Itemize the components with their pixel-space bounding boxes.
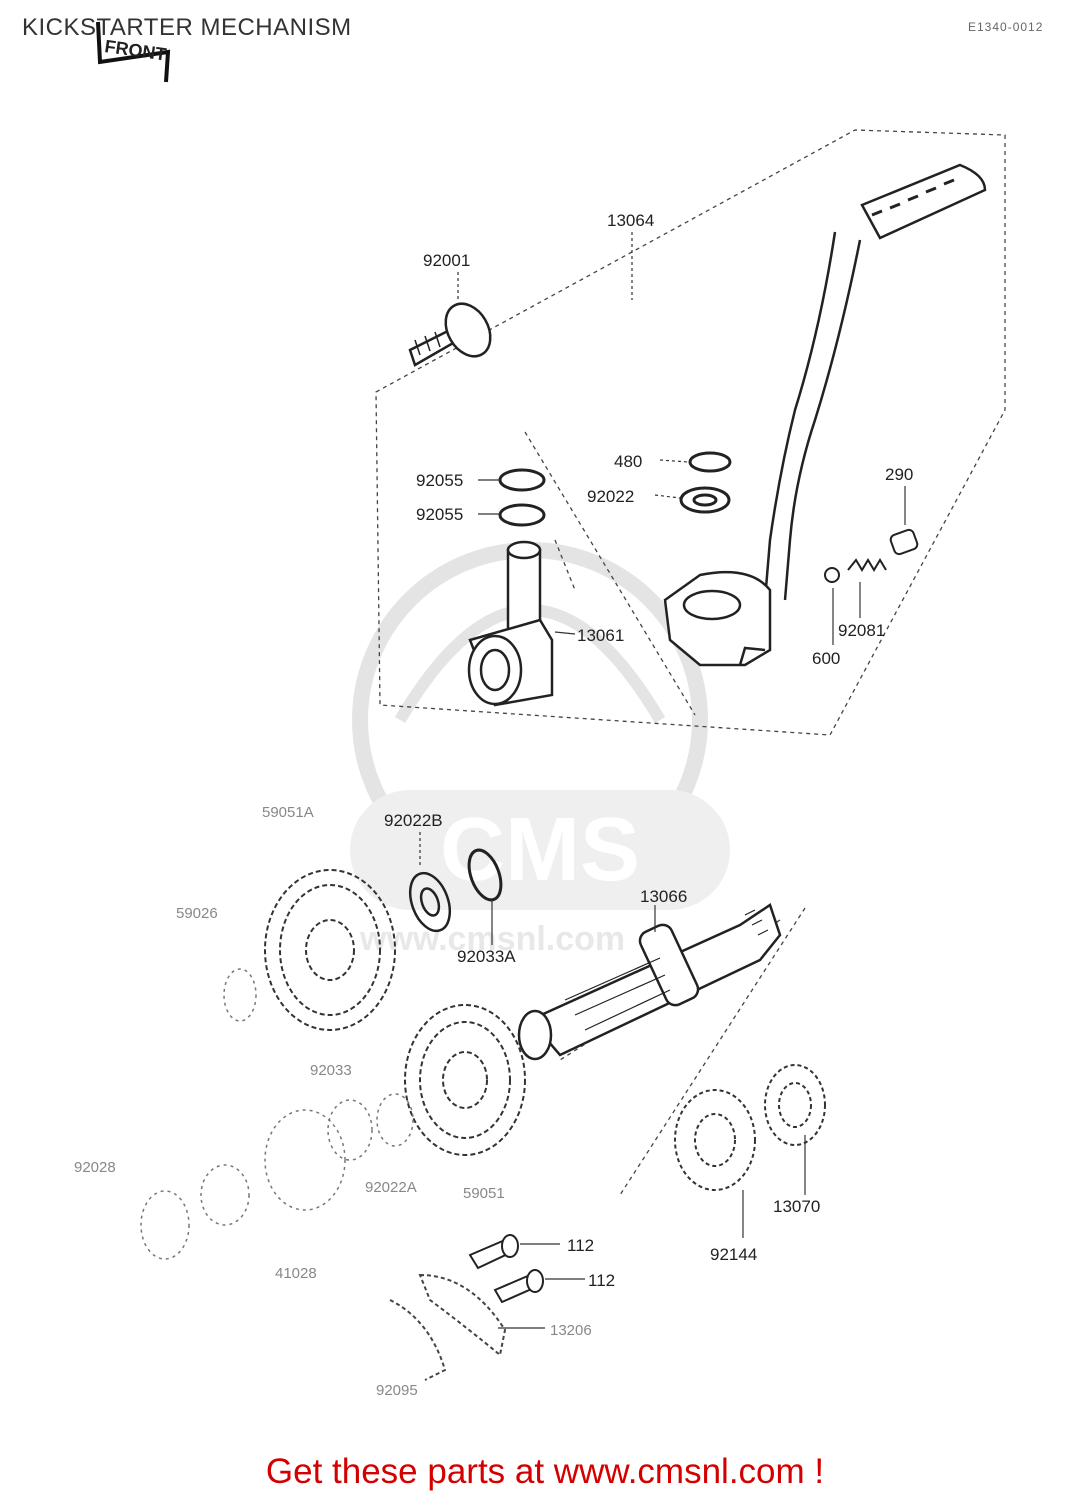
part-label-290[interactable]: 290 [885,465,913,484]
part-label-59051[interactable]: 59051 [463,1185,505,1202]
kick-shaft-13066 [517,903,782,1061]
part-label-600[interactable]: 600 [812,649,840,668]
kick-shaft-boss-13061 [467,540,554,707]
guide-13206 [389,1273,507,1381]
part-label-92095[interactable]: 92095 [376,1382,418,1399]
diagram-code: E1340-0012 [968,20,1044,34]
upper-leaders [457,232,906,645]
part-label-13206[interactable]: 13206 [550,1322,592,1339]
part-label-112-b[interactable]: 112 [588,1271,615,1290]
part-label-92001[interactable]: 92001 [423,251,470,270]
front-mark: FRONT [96,21,171,83]
part-label-13070[interactable]: 13070 [773,1197,820,1216]
gear-59051 [404,1004,526,1156]
washer-92022 [679,486,731,514]
part-label-480[interactable]: 480 [614,452,642,471]
part-label-92033A[interactable]: 92033A [457,947,516,966]
circlip-92033A [467,848,503,902]
part-label-13064[interactable]: 13064 [607,211,654,230]
holder-13070 [764,1064,826,1146]
page-title: KICKSTARTER MECHANISM [22,14,352,41]
part-label-112-a[interactable]: 112 [567,1236,594,1255]
part-label-92028[interactable]: 92028 [74,1159,116,1176]
ratchet-92144 [674,1089,756,1191]
part-label-59051A[interactable]: 59051A [262,804,314,821]
washer-92022B [408,871,452,933]
upper-assembly-outline [375,129,1006,736]
bolt-92001 [408,302,492,367]
promo-banner[interactable]: Get these parts at www.cmsnl.com ! [0,1452,1090,1492]
part-label-92055-upper[interactable]: 92055 [416,471,463,490]
faint-left-parts [140,968,414,1260]
watermark-cms: CMS [440,800,640,900]
part-label-92055-lower[interactable]: 92055 [416,505,463,524]
part-label-92033[interactable]: 92033 [310,1062,352,1079]
part-label-92022A[interactable]: 92022A [365,1179,417,1196]
detent-set [824,528,919,583]
washer-480 [688,451,732,473]
lower-leaders [419,832,806,1329]
kick-pedal-arm [663,163,987,667]
part-label-92081[interactable]: 92081 [838,621,885,640]
part-label-92022[interactable]: 92022 [587,487,634,506]
gear-59051A [264,869,396,1031]
circlip-92055-lower [498,503,546,527]
part-label-59026[interactable]: 59026 [176,905,218,922]
promo-link[interactable]: Get these parts at www.cmsnl.com ! [265,1452,825,1491]
part-label-92022B[interactable]: 92022B [384,811,443,830]
part-label-13061[interactable]: 13061 [577,626,624,645]
bolts-112 [468,1234,544,1304]
part-label-13066[interactable]: 13066 [640,887,687,906]
circlip-92055-upper [498,468,546,492]
part-label-41028[interactable]: 41028 [275,1265,317,1282]
part-label-92144[interactable]: 92144 [710,1245,757,1264]
